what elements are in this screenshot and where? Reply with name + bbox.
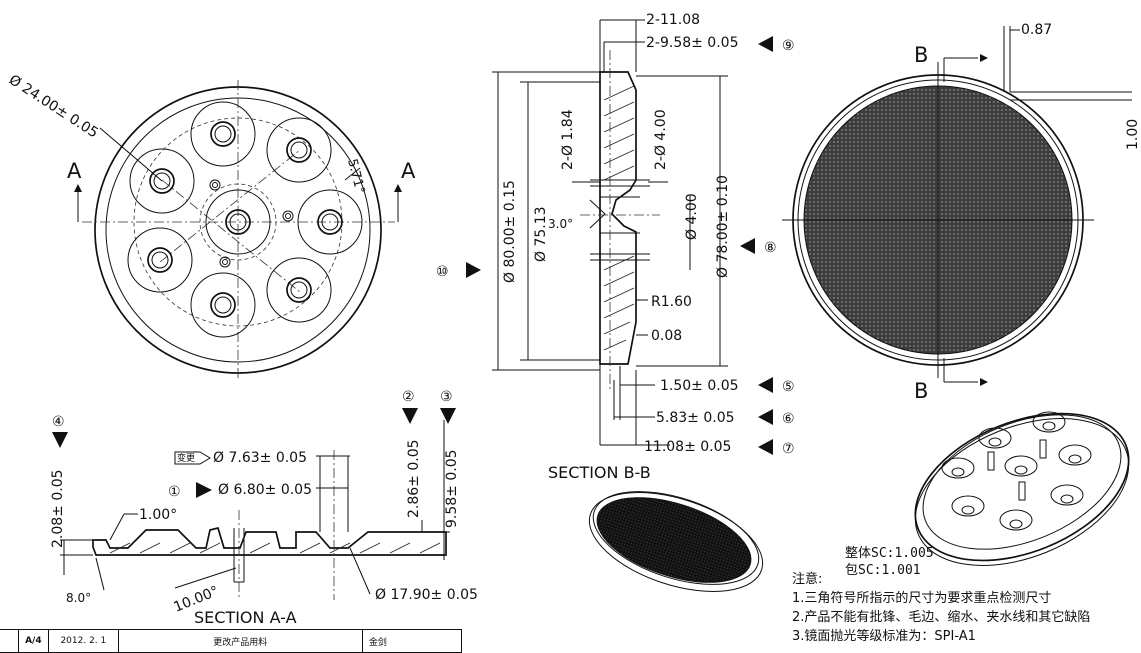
dim-d763: Ø 7.63± 0.05 [213, 450, 307, 466]
mirror-view [782, 26, 1132, 386]
marker-5: ⑤ [782, 379, 795, 395]
dim-2-958: 2-9.58± 0.05 [646, 35, 738, 51]
section-a-label-right: A [401, 159, 416, 183]
dim-d1790: Ø 17.90± 0.05 [375, 587, 478, 603]
section-aa-title: SECTION A-A [194, 608, 297, 627]
section-bb-title: SECTION B-B [548, 463, 651, 482]
diameter-24-dim: Ø 24.00± 0.05 [6, 72, 101, 141]
dim-d680: Ø 6.80± 0.05 [218, 482, 312, 498]
marker-7: ⑦ [782, 441, 795, 457]
section-a-label-left: A [67, 159, 82, 183]
note-item-2: 2.产品不能有批锋、毛边、缩水、夹水线和其它缺陷 [792, 610, 1091, 625]
section-aa-view [52, 408, 456, 600]
dim-1108: 11.08± 0.05 [644, 439, 731, 455]
scale-package: 包SC:1.001 [845, 563, 921, 578]
dim-2-d400: 2-Ø 4.00 [653, 109, 669, 170]
top-view [74, 80, 402, 380]
marker-8: ⑧ [764, 240, 777, 256]
lens-cup [205, 189, 271, 255]
dim-d78: Ø 78.00± 0.10 [715, 175, 731, 278]
note-item-3: 3.镜面抛光等级标准为：SPI-A1 [792, 629, 976, 644]
dim-h958: 9.58± 0.05 [444, 449, 460, 528]
dim-h286: 2.86± 0.05 [406, 439, 422, 518]
title-block-blank [0, 630, 19, 652]
scale-body: 整体SC:1.005 [845, 546, 934, 561]
title-block-date: 2012. 2. 1 [49, 630, 119, 652]
dim-100: 1.00 [1125, 119, 1141, 150]
title-block: A/4 2012. 2. 1 更改产品用料 金剑 [0, 629, 462, 653]
dim-ang-100: 1.00° [139, 507, 177, 523]
section-b-label-bottom: B [914, 379, 928, 403]
dim-h208: 2.08± 0.05 [50, 469, 66, 548]
dim-2-11: 2-11.08 [646, 12, 700, 28]
isometric-mirror-disc [588, 491, 764, 592]
dim-ang-80: 8.0° [66, 591, 91, 605]
lens-cup [297, 189, 363, 255]
section-b-label-top: B [914, 43, 928, 67]
marker-10: ⑩ [436, 264, 449, 280]
marker-1: ① [168, 484, 181, 500]
note-item-1: 1.三角符号所指示的尺寸为要求重点检测尺寸 [792, 591, 1052, 606]
marker-9: ⑨ [782, 38, 795, 54]
revision-tag: 变更 [177, 452, 195, 464]
title-block-rev: A/4 [19, 630, 50, 652]
isometric-lens-holder [914, 411, 1130, 566]
dim-150: 1.50± 0.05 [660, 378, 739, 394]
title-block-signer: 金剑 [368, 637, 387, 648]
lens-cup [190, 101, 256, 167]
marker-3: ③ [440, 389, 453, 405]
lens-cup [266, 257, 332, 323]
section-bb-view [466, 19, 773, 455]
lens-cup [127, 227, 193, 293]
dim-d80: Ø 80.00± 0.15 [502, 180, 518, 283]
dim-r160: R1.60 [651, 294, 692, 310]
dim-087: 0.87 [1021, 22, 1052, 38]
dim-583: 5.83± 0.05 [656, 410, 735, 426]
lens-cup [190, 272, 256, 338]
dim-2-d184: 2-Ø 1.84 [560, 109, 576, 170]
dim-d400: Ø 4.00 [684, 193, 700, 240]
dim-d7513: Ø 75.13 [533, 206, 549, 262]
marker-6: ⑥ [782, 411, 795, 427]
dim-008: 0.08 [651, 328, 682, 344]
notes-heading: 注意: [792, 572, 823, 587]
marker-4: ④ [52, 414, 65, 430]
lens-cup [129, 148, 195, 214]
title-block-description: 更改产品用料 [119, 630, 363, 652]
dim-ang-3: 3.0° [548, 217, 573, 231]
marker-2: ② [402, 389, 415, 405]
lens-cup [266, 117, 332, 183]
